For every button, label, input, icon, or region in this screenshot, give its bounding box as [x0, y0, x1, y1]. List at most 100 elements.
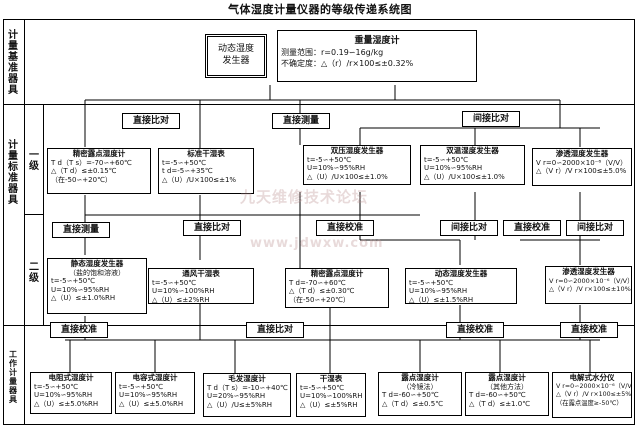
- section-std-label: 计量标准器具: [8, 140, 18, 206]
- level1-box: 渗透湿度发生器 V r=0∽2000×10⁻⁶（V/V） △（V r）/V r×…: [532, 148, 632, 186]
- diagram-frame: [3, 19, 635, 425]
- work-line: U=10%∽95%RH: [119, 391, 178, 399]
- level1-box: 双温湿度发生器 t=-5∽+50℃ U=10%∽95%RH △（U）/U×100…: [420, 145, 525, 185]
- level-divider: [24, 214, 43, 215]
- work-line: T d（T s）=-10∽+40℃: [207, 383, 288, 392]
- work-box: 电解式水分仪 V r=0∽2000×10⁻⁶（V/V） △（V r）/V r×1…: [552, 372, 632, 418]
- work-box: 干湿表 t=-5∽+50℃ U=10%∽100%RH △（U）≤±5%RH: [296, 373, 366, 417]
- label-a2: 直接测量: [272, 113, 330, 129]
- level1-line: △（U）/U×100≤±1%: [162, 175, 237, 184]
- work-box: 毛发湿度计 T d（T s）=-10∽+40℃ U=20%∽95%RH △（U）…: [203, 373, 291, 417]
- level1-line: t d=-5∽+35℃: [162, 167, 213, 175]
- work-title: 电阻式湿度计: [48, 373, 94, 382]
- level2-line: △（U）≤±1.5%RH: [409, 295, 474, 304]
- level2-box: 精密露点湿度计 T d=-70∽+60℃ △（T d）≤±0.30℃ （在-50…: [285, 268, 389, 308]
- level-column-divider: [43, 104, 44, 325]
- level2-line: △（T d）≤±0.30℃: [289, 287, 355, 295]
- level2-box: 通风干湿表 t=-5∽+50℃ U=10%∽100%RH △（U）≤±2%RH: [148, 268, 254, 304]
- label-b2: 直接比对: [183, 220, 241, 236]
- work-line: △（U）≤±5.0%RH: [34, 399, 99, 408]
- work-line: （在露点温度≥-50℃）: [556, 399, 623, 407]
- level1-line: △（V r）/V r×100≤±5.0%: [536, 167, 627, 175]
- work-line: △（T d）≤±1.0℃: [469, 399, 531, 408]
- work-line: t=-5∽+50℃: [119, 382, 164, 391]
- level2-line: U=10%∽95%RH: [409, 287, 468, 295]
- gravimetric-hygrometer-box: 重量湿度计 测量范围：r=0.19∽16g/kg 不确定度：△（r）/r×100…: [277, 30, 477, 82]
- level2-box: 静态湿度发生器 （盐的饱和溶液） t=-5∽+50℃ U=10%∽95%RH △…: [47, 258, 147, 314]
- work-title: 露点湿度计: [488, 373, 526, 382]
- level2-line: U=10%∽100%RH: [152, 287, 215, 295]
- level1-line: U=10%∽95%RH: [307, 164, 366, 172]
- level2-line: △（V r）/V r×100≤±10%: [549, 285, 631, 293]
- side-column-divider: [24, 19, 25, 425]
- section-base-label: 计量基准器具: [8, 30, 18, 96]
- label-b6: 间接比对: [566, 220, 624, 236]
- level2-box: 渗透湿度发生器 V r=0∽2000×10⁻⁶（V/V） △（V r）/V r×…: [545, 266, 632, 304]
- level2-title: 通风干湿表: [182, 269, 220, 278]
- work-line: U=10%∽100%RH: [300, 392, 363, 400]
- label-b5: 直接校准: [503, 220, 561, 236]
- level1-box: 双压湿度发生器 t=-5∽+50℃ U=10%∽95%RH △（U）/U×100…: [303, 145, 411, 185]
- level2-box: 动态湿度发生器 t=-5∽+50℃ U=10%∽95%RH △（U）≤±1.5%…: [405, 268, 517, 304]
- watermark-text: 九天维修技术论坛: [240, 188, 369, 206]
- label-c4: 直接校准: [560, 322, 618, 338]
- level1-label: 一级: [29, 150, 39, 172]
- work-line: （冷镜法）: [402, 382, 438, 391]
- level1-line: △（U）/U×100≤±1.0%: [424, 172, 505, 181]
- work-line: t=-5∽+50℃: [300, 383, 345, 392]
- label-c1: 直接校准: [50, 322, 108, 338]
- work-line: U=10%∽95%RH: [34, 391, 93, 399]
- work-line: △（T d）≤±0.5℃: [382, 399, 444, 408]
- level2-title: 精密露点湿度计: [310, 269, 364, 278]
- level1-title: 双温湿度发生器: [446, 146, 499, 155]
- gravimetric-range: 测量范围：r=0.19∽16g/kg: [281, 48, 384, 57]
- work-box: 电容式湿度计 t=-5∽+50℃ U=10%∽95%RH △（U）≤±5.0%R…: [115, 372, 195, 414]
- level1-line: △（U）/U×100≤±1.0%: [307, 172, 388, 181]
- dynamic-humidity-generator-box: 动态湿度 发生器: [205, 34, 267, 78]
- generator-line2: 发生器: [222, 56, 250, 66]
- level2-label: 二级: [29, 262, 39, 284]
- gravimetric-uncert: 不确定度：△（r）/r×100≤±0.32%: [281, 59, 414, 68]
- level2-line: T d=-70∽+60℃: [289, 278, 346, 287]
- work-title: 电容式湿度计: [132, 373, 178, 382]
- level1-line: T d（T s）=-70∽+60℃: [51, 158, 132, 167]
- level2-line: △（U）≤±2%RH: [152, 295, 210, 304]
- level1-title: 渗透湿度发生器: [555, 149, 609, 158]
- work-line: △（U）≤±5.0%RH: [119, 399, 184, 408]
- level2-line: t=-5∽+50℃: [152, 278, 197, 287]
- level1-title: 双压湿度发生器: [330, 146, 384, 155]
- divider-base: [3, 104, 635, 105]
- level2-line: （盐的饱和溶液）: [69, 268, 125, 277]
- work-title: 毛发湿度计: [228, 374, 266, 383]
- level1-line: t=-5∽+50℃: [424, 155, 469, 164]
- level2-line: t=-5∽+50℃: [51, 277, 96, 285]
- work-box: 露点湿度计 （其他方法） T d=-60∽+50℃ △（T d）≤±1.0℃: [465, 372, 549, 416]
- work-line: T d=-60∽+50℃: [469, 391, 526, 399]
- label-a3: 间接比对: [462, 111, 520, 127]
- level2-line: △（U）≤±1.0%RH: [51, 294, 116, 302]
- level1-line: △（T d）≤±0.15℃: [51, 167, 117, 175]
- label-c2: 直接比对: [246, 322, 304, 338]
- label-a1: 直接比对: [122, 113, 180, 129]
- level1-line: t=-5∽+50℃: [162, 158, 207, 167]
- level2-line: U=10%∽95%RH: [51, 285, 110, 294]
- level2-line: V r=0∽2000×10⁻⁶（V/V）: [549, 276, 632, 285]
- work-line: t=-5∽+50℃: [34, 382, 79, 391]
- work-box: 露点湿度计 （冷镜法） T d=-60∽+50℃ △（T d）≤±0.5℃: [378, 372, 462, 416]
- work-line: △（U）/U≤±5%RH: [207, 400, 272, 409]
- level1-box: 标准干湿表 t=-5∽+50℃ t d=-5∽+35℃ △（U）/U×100≤±…: [158, 148, 254, 194]
- level1-line: U=10%∽95%RH: [424, 164, 483, 172]
- work-line: △（V r）/V r×100≤±5%: [556, 391, 632, 398]
- page-title: 气体湿度计量仪器的等级传递系统图: [228, 3, 412, 16]
- divider-work: [3, 325, 635, 326]
- label-c3: 直接校准: [446, 322, 504, 338]
- level2-title: 渗透湿度发生器: [562, 267, 615, 276]
- work-title: 露点湿度计: [401, 373, 439, 382]
- work-line: T d=-60∽+50℃: [382, 391, 439, 399]
- level1-box: 精密露点湿度计 T d（T s）=-70∽+60℃ △（T d）≤±0.15℃ …: [47, 148, 151, 194]
- level1-title: 标准干湿表: [187, 149, 225, 158]
- gravimetric-title: 重量湿度计: [354, 36, 400, 46]
- work-line: U=20%∽95%RH: [207, 392, 266, 400]
- label-b1: 直接测量: [52, 222, 110, 238]
- level2-title: 动态湿度发生器: [434, 269, 488, 278]
